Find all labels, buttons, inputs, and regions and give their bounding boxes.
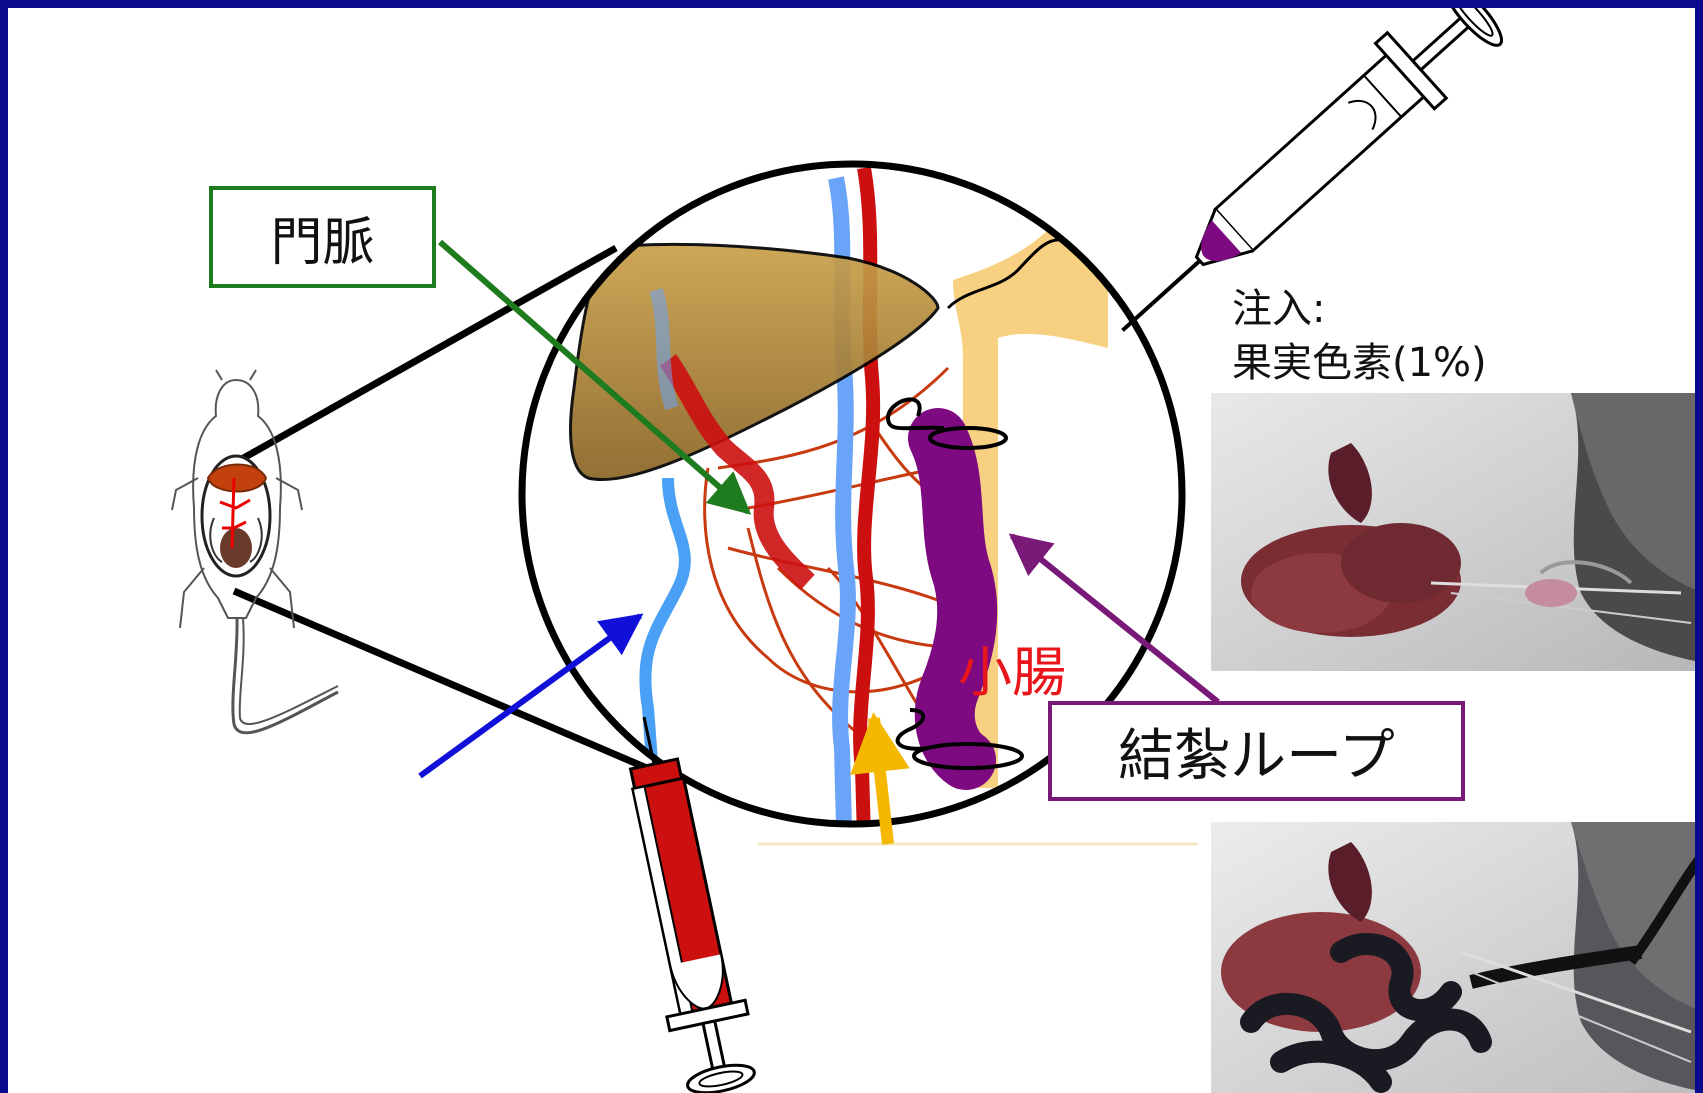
injection-title: 注入: — [1232, 276, 1325, 334]
injection-substance: 果実色素(1%) — [1232, 330, 1487, 388]
portal-vein-label: 門脈 — [209, 186, 436, 288]
blood-syringe-icon — [605, 709, 763, 1093]
magnified-view — [571, 168, 1108, 838]
portal-vein-text: 門脈 — [270, 200, 374, 275]
liver-icon — [571, 244, 938, 479]
photo-before-injection — [1211, 393, 1703, 671]
ligation-loop-label: 結紮ループ — [1048, 701, 1465, 801]
ligation-loop-text: 結紮ループ — [1118, 711, 1395, 792]
photo-after-injection — [1211, 822, 1703, 1093]
mouse-outline-icon — [172, 370, 338, 733]
small-intestine-label: 小腸 — [958, 628, 1066, 707]
